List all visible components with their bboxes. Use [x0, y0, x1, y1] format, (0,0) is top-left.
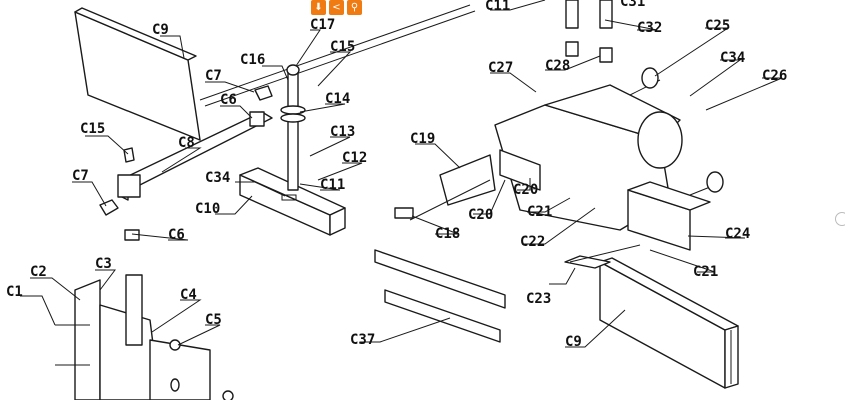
- label-c28: C28: [545, 58, 570, 74]
- label-c34-right: C34: [720, 50, 745, 66]
- label-c21-lower: C21: [693, 264, 718, 280]
- knob-upper: [629, 67, 661, 96]
- fence-board-bottom: [599, 257, 739, 389]
- label-c13: C13: [330, 124, 355, 140]
- label-c4: C4: [180, 287, 197, 303]
- label-c11-lower: C11: [320, 177, 345, 193]
- label-c15-upper: C15: [330, 39, 355, 55]
- label-c9-upper: C9: [152, 22, 169, 38]
- label-c3: C3: [95, 256, 112, 272]
- fence-board-top: [74, 7, 201, 141]
- label-c26: C26: [762, 68, 787, 84]
- bottom-bracket: [55, 274, 234, 400]
- label-c7-upper: C7: [205, 68, 222, 84]
- label-c32: C32: [637, 20, 662, 36]
- base-block: [239, 167, 346, 236]
- zoom-icon[interactable]: ⚲: [347, 0, 362, 15]
- label-c9-lower: C9: [565, 334, 582, 350]
- label-c6-upper: C6: [220, 92, 237, 108]
- edge-circle-icon: [835, 212, 845, 226]
- label-c34-left: C34: [205, 170, 230, 186]
- label-c27: C27: [488, 60, 513, 76]
- share-icon[interactable]: <: [329, 0, 344, 15]
- label-c23: C23: [526, 291, 551, 307]
- knob-lower: [689, 171, 724, 196]
- label-c24: C24: [725, 226, 750, 242]
- lower-rails: [374, 249, 506, 343]
- label-c20-left: C20: [468, 207, 493, 223]
- label-c20-right: C20: [513, 182, 538, 198]
- label-c1: C1: [6, 284, 23, 300]
- label-c15-lower: C15: [80, 121, 105, 137]
- label-c11-upper: C11: [485, 0, 510, 14]
- image-toolbar: ⬇ < ⚲: [311, 0, 362, 15]
- vertical-post: [280, 64, 306, 191]
- label-c37: C37: [350, 332, 375, 348]
- label-c16: C16: [240, 52, 265, 68]
- label-c14: C14: [325, 91, 350, 107]
- main-housing: [494, 84, 711, 251]
- label-c12: C12: [342, 150, 367, 166]
- label-c5: C5: [205, 312, 222, 328]
- label-c2: C2: [30, 264, 47, 280]
- label-c8: C8: [178, 135, 195, 151]
- label-c17: C17: [310, 17, 335, 33]
- label-c21-upper: C21: [527, 204, 552, 220]
- strip-plate: [564, 244, 641, 269]
- label-c19: C19: [410, 131, 435, 147]
- spring-assembly: [565, 0, 613, 63]
- part-labels: C1 C2 C3 C4 C5 C6 C6 C7 C7 C8 C9 C9 C10 …: [6, 0, 787, 350]
- label-c31: C31: [620, 0, 645, 10]
- label-c10: C10: [195, 201, 220, 217]
- label-c7-lower: C7: [72, 168, 89, 184]
- label-c22: C22: [520, 234, 545, 250]
- slide-rod: [394, 154, 496, 221]
- label-c25: C25: [705, 18, 730, 34]
- download-icon[interactable]: ⬇: [311, 0, 326, 15]
- leader-lines: [20, 0, 783, 348]
- label-c6-lower: C6: [168, 227, 185, 243]
- label-c18: C18: [435, 226, 460, 242]
